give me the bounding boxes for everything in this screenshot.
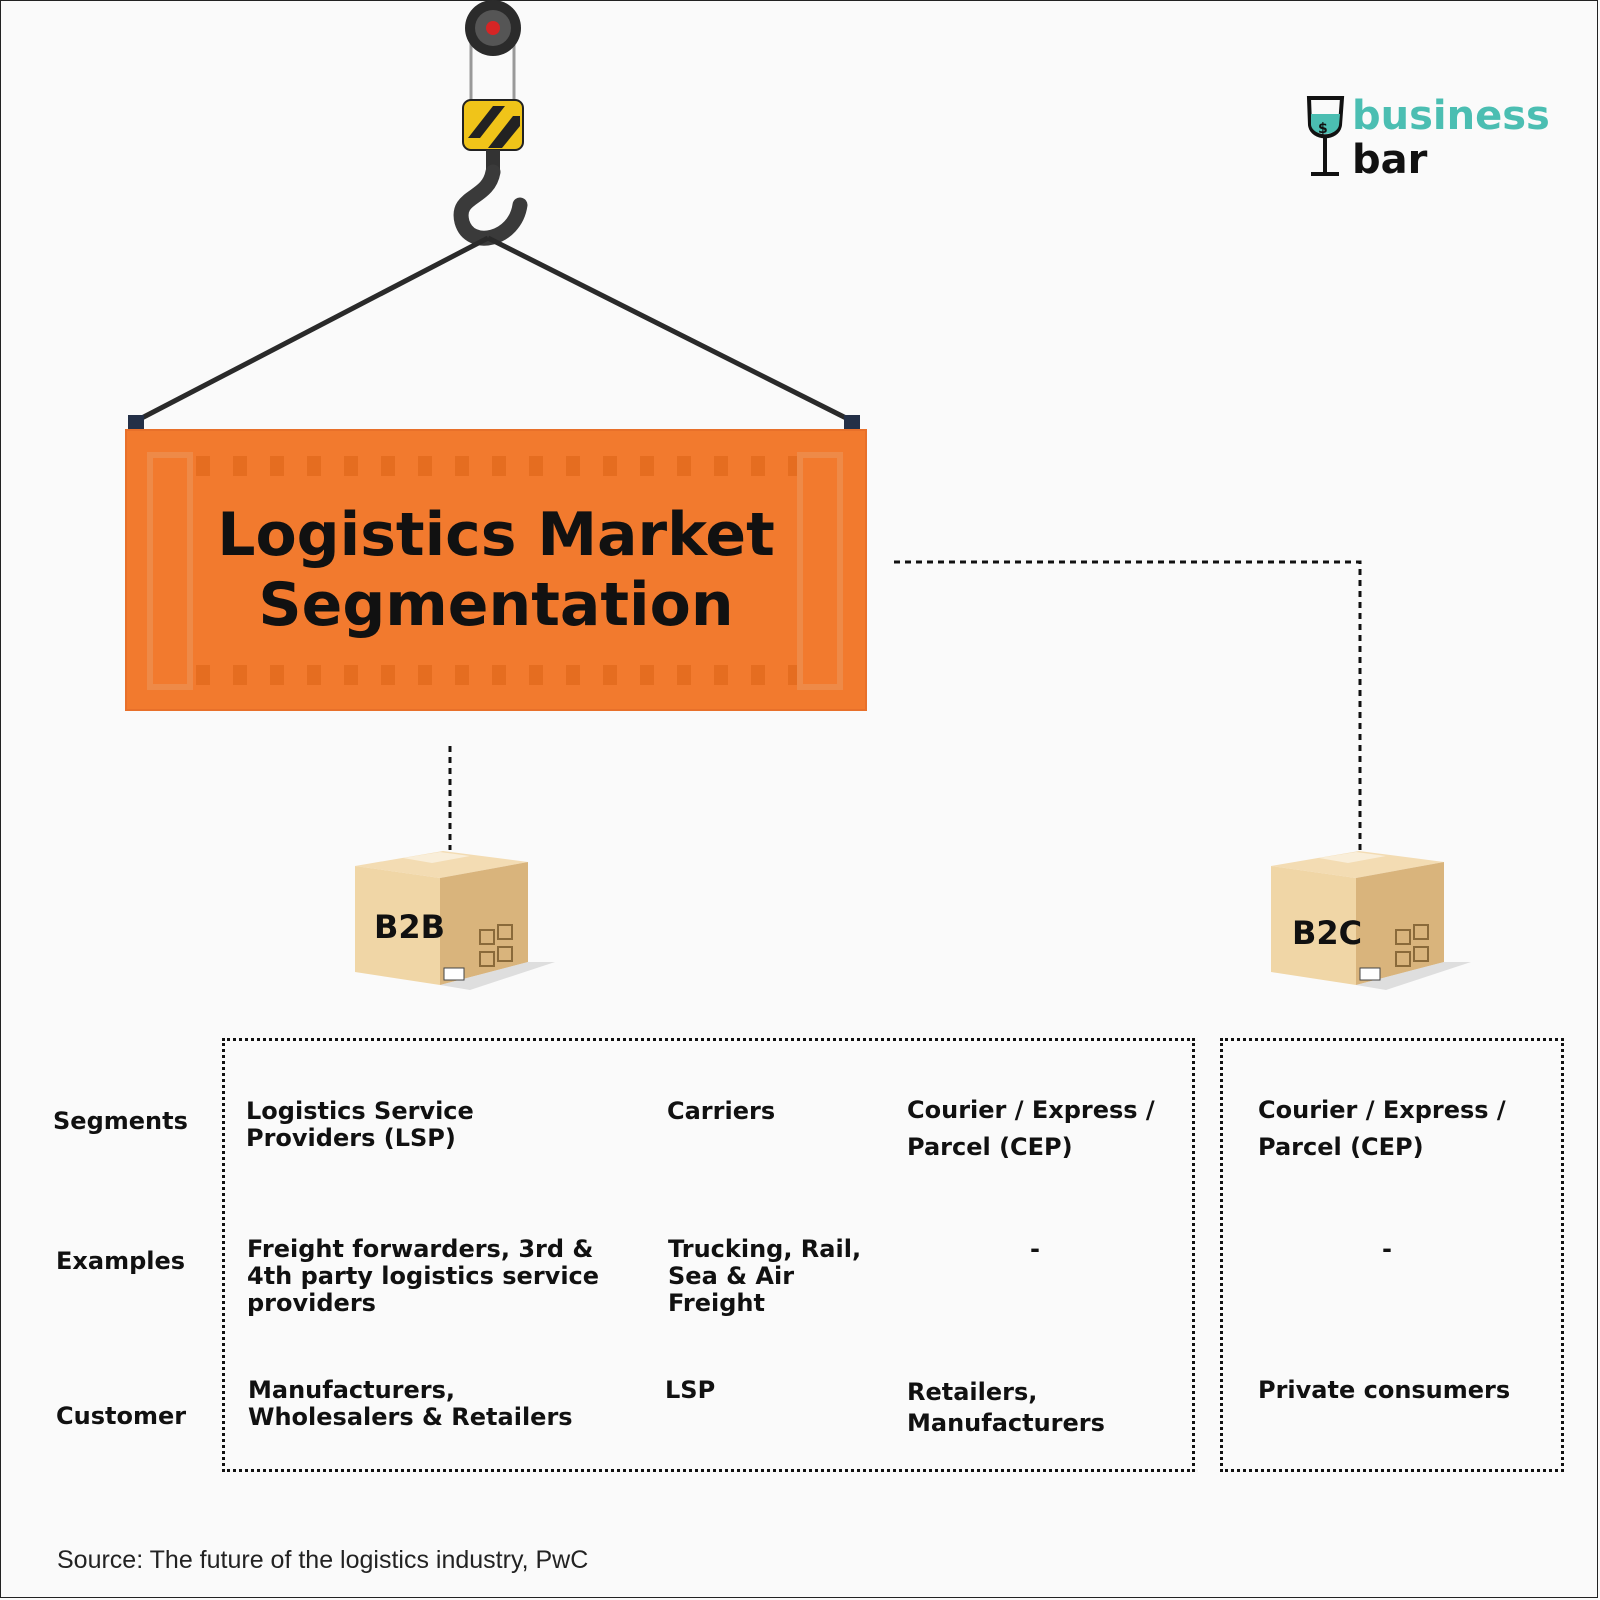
container-rib xyxy=(603,665,617,685)
container-rib xyxy=(751,665,765,685)
row-label-customer: Customer xyxy=(56,1402,187,1430)
crane-hook-icon xyxy=(453,0,528,246)
container-rib xyxy=(677,456,691,476)
container-rib xyxy=(196,456,210,476)
source-note: Source: The future of the logistics indu… xyxy=(57,1546,589,1574)
b2b-customer-lsp: Manufacturers, Wholesalers & Retailers xyxy=(248,1376,573,1431)
b2c-example: - xyxy=(1382,1235,1392,1263)
wine-glass-dollar-icon: $ xyxy=(1306,96,1345,176)
container-rib xyxy=(196,665,210,685)
container-rib xyxy=(307,665,321,685)
business-bar-logo: business bar xyxy=(1306,92,1550,187)
container-rib xyxy=(270,456,284,476)
title-line-1: Logistics Market xyxy=(217,500,775,570)
container-rib xyxy=(418,456,432,476)
container-rib xyxy=(677,665,691,685)
page-title: Logistics Market Segmentation xyxy=(126,430,866,710)
shipping-container-icon xyxy=(125,429,867,711)
svg-text:$: $ xyxy=(1318,121,1328,137)
b2b-example-carriers: Trucking, Rail, Sea & Air Freight xyxy=(668,1235,862,1317)
b2b-table xyxy=(222,1038,1195,1472)
logo-word-bar: bar xyxy=(1352,137,1428,183)
b2b-box-icon xyxy=(355,851,555,990)
b2b-example-lsp: Freight forwarders, 3rd & 4th party logi… xyxy=(247,1235,600,1317)
container-rib xyxy=(640,665,654,685)
b2b-customer-cep: Retailers, Manufacturers xyxy=(907,1378,1105,1437)
b2b-label: B2B xyxy=(374,908,446,946)
b2b-segment-cep: Courier / Express / Parcel (CEP) xyxy=(907,1096,1155,1161)
container-rib xyxy=(270,665,284,685)
b2b-example-cep: - xyxy=(1030,1235,1040,1263)
connector-b2c xyxy=(894,560,1362,850)
container-rib xyxy=(640,456,654,476)
container-rib xyxy=(233,456,247,476)
b2b-customer-carriers: LSP xyxy=(665,1376,716,1404)
b2b-segment-carriers: Carriers xyxy=(667,1097,776,1125)
container-rib xyxy=(344,456,358,476)
b2b-segment-lsp: Logistics Service Providers (LSP) xyxy=(246,1097,474,1152)
container-rib xyxy=(566,456,580,476)
b2c-table xyxy=(1220,1038,1564,1472)
container-rib xyxy=(529,665,543,685)
container-rib xyxy=(714,665,728,685)
b2c-box-icon xyxy=(1271,851,1471,990)
container-rib xyxy=(492,456,506,476)
container-rib xyxy=(233,665,247,685)
container-rib xyxy=(566,665,580,685)
right-sling xyxy=(486,235,854,424)
container-rib xyxy=(492,665,506,685)
container-rib xyxy=(418,665,432,685)
container-rib xyxy=(344,665,358,685)
title-line-2: Segmentation xyxy=(258,570,734,640)
container-rib xyxy=(381,456,395,476)
b2c-customer: Private consumers xyxy=(1258,1376,1511,1404)
logo-word-business: business xyxy=(1352,93,1550,139)
container-rib xyxy=(751,456,765,476)
container-rib xyxy=(307,456,321,476)
b2c-segment-cep: Courier / Express / Parcel (CEP) xyxy=(1258,1096,1506,1161)
left-sling xyxy=(134,235,490,424)
container-rib xyxy=(714,456,728,476)
container-rib xyxy=(455,456,469,476)
container-rib xyxy=(381,665,395,685)
row-label-examples: Examples xyxy=(56,1247,186,1275)
b2c-label: B2C xyxy=(1292,914,1363,952)
container-rib xyxy=(455,665,469,685)
container-rib xyxy=(529,456,543,476)
row-label-segments: Segments xyxy=(53,1107,188,1135)
container-rib xyxy=(603,456,617,476)
